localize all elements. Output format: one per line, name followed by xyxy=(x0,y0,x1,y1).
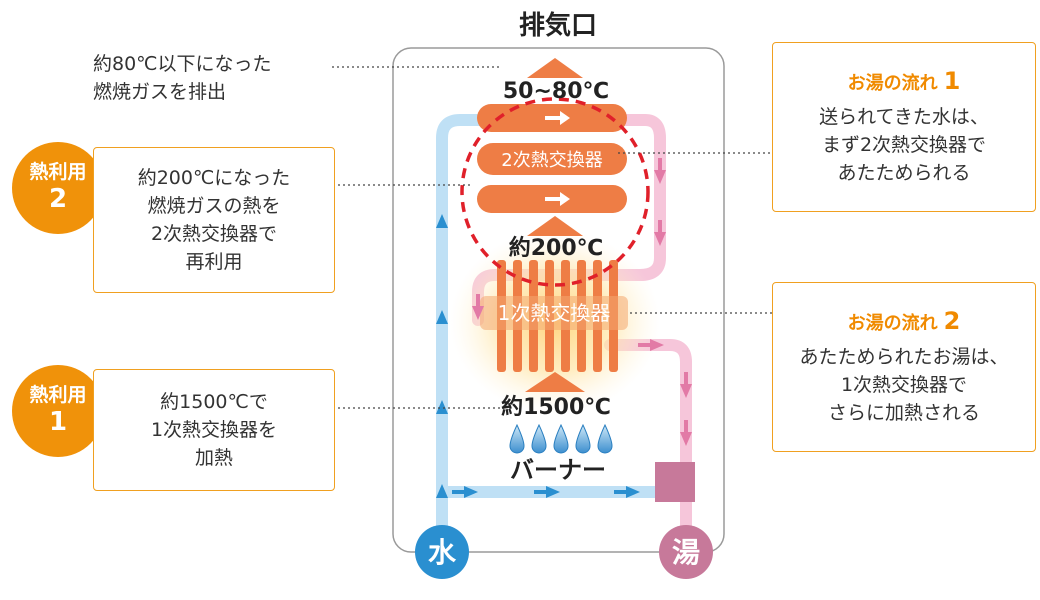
flow-1-title-text: お湯の流れ xyxy=(847,73,938,94)
heat-use-2-badge: 熱利用 2 xyxy=(12,142,104,234)
water-label: 水 xyxy=(428,536,457,569)
hot-water-outlet-icon xyxy=(659,525,713,579)
heat-use-2-box: 約200℃になった 燃焼ガスの熱を 2次熱交換器で 再利用 xyxy=(93,147,335,293)
primary-hx-label-bg xyxy=(480,296,628,330)
heat-use-1-text: 約1500℃で 1次熱交換器を 加熱 xyxy=(150,391,278,469)
burner-flame-icons xyxy=(509,423,613,454)
heat-use-2-badge-num: 2 xyxy=(48,184,68,214)
leader-lines xyxy=(332,66,772,409)
heat-use-1-badge: 熱利用 1 xyxy=(12,365,104,457)
hot-water-outlet-block xyxy=(655,462,695,502)
heat-use-1-badge-label: 熱利用 xyxy=(29,384,87,406)
heat-use-1-badge-num: 1 xyxy=(48,407,68,437)
flow-2-text: あたためられたお湯は、 1次熱交換器で さらに加熱される xyxy=(799,346,1009,424)
secondary-hx-label: 2次熱交換器 xyxy=(501,150,602,171)
hot-water-flow-arrows xyxy=(472,158,692,446)
secondary-hx-bar-mid xyxy=(477,143,627,175)
temp-mid-label: 約200℃ xyxy=(509,235,604,261)
flow-2-title-num: 2 xyxy=(943,307,961,335)
gas-flow-arrow-bottom xyxy=(525,372,585,392)
gas-flow-arrow-mid xyxy=(527,216,583,236)
secondary-hx-highlight xyxy=(460,97,650,287)
heat-use-2-text: 約200℃になった 燃焼ガスの熱を 2次熱交換器で 再利用 xyxy=(137,167,291,273)
flow-2-title-text: お湯の流れ xyxy=(847,313,938,334)
heat-use-2-badge-label: 熱利用 xyxy=(29,161,87,183)
exhaust-label: 排気口 xyxy=(519,10,597,41)
primary-hx-label: 1次熱交換器 xyxy=(498,301,611,325)
heat-use-1-box: 約1500℃で 1次熱交換器を 加熱 xyxy=(93,369,335,491)
water-flow-arrows xyxy=(436,214,640,498)
flow-1-title-num: 1 xyxy=(943,67,961,95)
heater-casing xyxy=(392,47,725,553)
temp-top-label: 50~80℃ xyxy=(503,79,609,104)
flow-1-text: 送られてきた水は、 まず2次熱交換器で あたためられる xyxy=(819,106,989,184)
flow-arrow-icon xyxy=(545,111,570,206)
gas-flow-arrow-top xyxy=(527,58,583,78)
water-inlet-icon xyxy=(415,525,469,579)
temp-bottom-label: 約1500℃ xyxy=(501,394,611,420)
burner-label: バーナー xyxy=(510,456,606,484)
hot-water-label: 湯 xyxy=(672,536,700,569)
exhaust-note: 約80℃以下になった 燃焼ガスを排出 xyxy=(93,53,272,103)
